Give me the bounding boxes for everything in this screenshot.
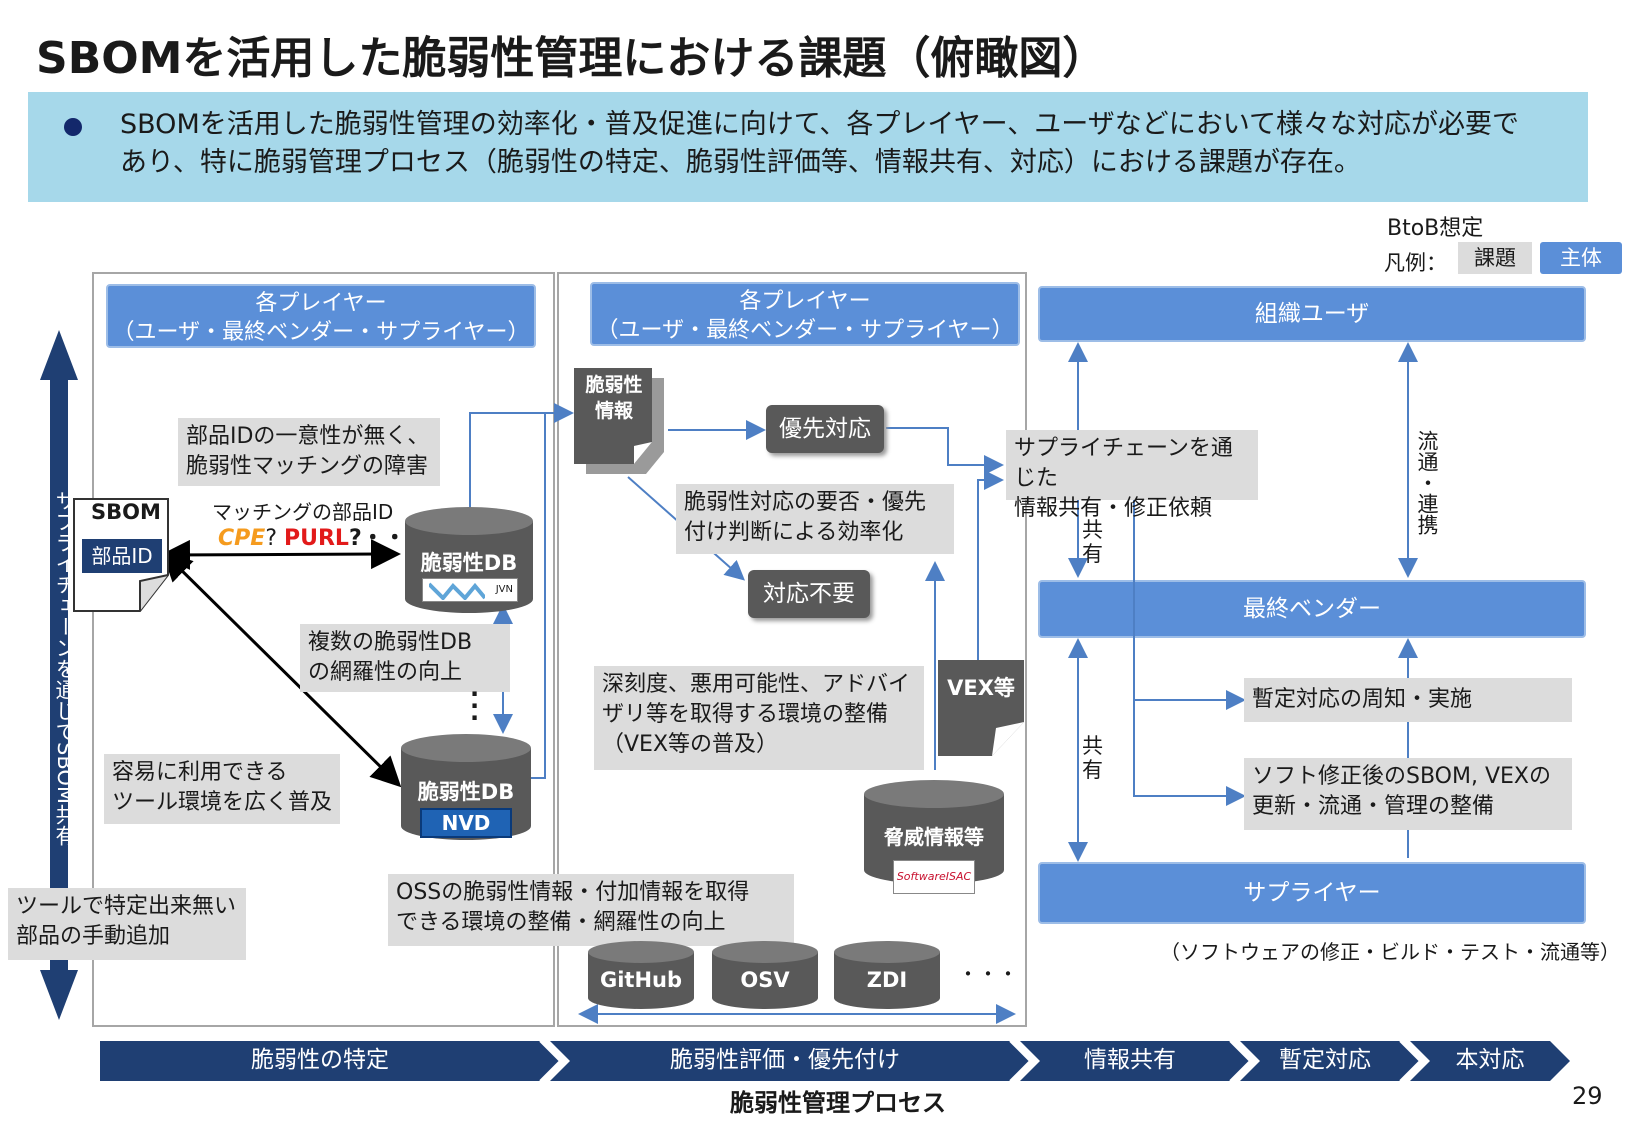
flow-label: 流通・連携 bbox=[1415, 430, 1439, 535]
issue-interim-response: 暫定対応の周知・実施 bbox=[1244, 678, 1572, 722]
oss-db-ellipsis: ・・・ bbox=[958, 962, 1018, 986]
process-stripe bbox=[100, 1041, 1570, 1081]
supply-chain-axis-arrow bbox=[40, 330, 78, 1020]
nvd-db-label: 脆弱性DB bbox=[417, 780, 515, 804]
issue-tool-environment-line2: ツール環境を広く普及 bbox=[112, 790, 333, 815]
share-label-upper: 共有 bbox=[1082, 518, 1103, 566]
purl-label: PURL bbox=[284, 526, 349, 551]
issue-vex-environment-line3: （VEX等の普及） bbox=[602, 732, 779, 757]
matching-id-label: マッチングの部品ID bbox=[212, 500, 394, 524]
jvn-logo: JVN bbox=[422, 578, 518, 602]
issue-info-sharing-line2: 情報共有・修正依頼 bbox=[1014, 496, 1213, 521]
issue-db-coverage: 複数の脆弱性DB の網羅性の向上 bbox=[300, 624, 510, 692]
issue-part-id-uniqueness-line2: 脆弱性マッチングの障害 bbox=[186, 454, 429, 479]
page-number: 29 bbox=[1572, 1082, 1603, 1110]
legend-label: 凡例： bbox=[1384, 251, 1447, 275]
zdi-db-label: ZDI bbox=[866, 968, 908, 992]
legend-actor: 主体 bbox=[1540, 242, 1622, 274]
legend-issue: 課題 bbox=[1458, 242, 1532, 274]
issue-sbom-vex-update: ソフト修正後のSBOM, VEXの 更新・流通・管理の整備 bbox=[1244, 758, 1572, 830]
supplier-note: （ソフトウェアの修正・ビルド・テスト・流通等） bbox=[1160, 940, 1620, 964]
no-action-tag: 対応不要 bbox=[748, 570, 870, 618]
org-user-box: 組織ユーザ bbox=[1038, 286, 1586, 342]
issue-manual-addition-line2: 部品の手動追加 bbox=[16, 924, 171, 949]
summary-text: SBOMを活用した脆弱性管理の効率化・普及促進に向けて、各プレイヤー、ユーザなど… bbox=[120, 106, 1560, 182]
vuln-info-label-line2: 情報 bbox=[594, 400, 633, 422]
vuln-info-label: 脆弱性 情報 bbox=[576, 372, 652, 424]
threat-db-label: 脅威情報等 bbox=[884, 825, 984, 849]
issue-prioritization: 脆弱性対応の要否・優先 付け判断による効率化 bbox=[676, 484, 954, 554]
nvd-logo: NVD bbox=[420, 808, 512, 838]
jvn-logo-text: JVN bbox=[495, 584, 513, 595]
sbom-part-id: 部品ID bbox=[82, 539, 162, 573]
issue-part-id-uniqueness-line1: 部品IDの一意性が無く、 bbox=[186, 424, 430, 449]
jvn-logo-icon bbox=[429, 582, 485, 600]
share-label-lower: 共有 bbox=[1082, 734, 1103, 782]
issue-vex-environment-line1: 深刻度、悪用可能性、アドバイ bbox=[602, 672, 911, 697]
summary-line-1: SBOMを活用した脆弱性管理の効率化・普及促進に向けて、各プレイヤー、ユーザなど… bbox=[120, 109, 1519, 140]
panel2-header-line1: 各プレイヤー bbox=[739, 289, 871, 314]
summary-line-2: あり、特に脆弱管理プロセス（脆弱性の特定、脆弱性評価等、情報共有、対応）における… bbox=[120, 147, 1361, 178]
final-vendor-box: 最終ベンダー bbox=[1038, 580, 1586, 638]
summary-banner bbox=[28, 92, 1588, 202]
page-title: SBOMを活用した脆弱性管理における課題（俯瞰図） bbox=[36, 33, 1107, 84]
cpe-label: CPE bbox=[218, 526, 266, 551]
issue-prioritization-line1: 脆弱性対応の要否・優先 bbox=[684, 490, 927, 515]
panel2-header-line2: （ユーザ・最終ベンダー・サプライヤー） bbox=[596, 318, 1014, 343]
priority-response-tag: 優先対応 bbox=[766, 405, 884, 453]
issue-db-coverage-line2: の網羅性の向上 bbox=[308, 660, 463, 685]
process-step-interim: 暫定対応 bbox=[1279, 1047, 1371, 1073]
cpe-question: ? bbox=[265, 526, 277, 551]
issue-manual-addition: ツールで特定出来無い 部品の手動追加 bbox=[8, 888, 246, 960]
supplier-box: サプライヤー bbox=[1038, 862, 1586, 924]
process-step-sharing: 情報共有 bbox=[1084, 1047, 1176, 1073]
issue-vex-environment: 深刻度、悪用可能性、アドバイ ザリ等を取得する環境の整備 （VEX等の普及） bbox=[594, 666, 924, 770]
issue-sbom-vex-update-line2: 更新・流通・管理の整備 bbox=[1252, 794, 1495, 819]
process-label: 脆弱性管理プロセス bbox=[730, 1089, 946, 1117]
btob-label: BtoB想定 bbox=[1387, 216, 1484, 241]
issue-info-sharing: サプライチェーンを通じた 情報共有・修正依頼 bbox=[1006, 430, 1258, 521]
issue-tool-environment-line1: 容易に利用できる bbox=[112, 760, 288, 785]
panel1-header-line1: 各プレイヤー bbox=[255, 291, 387, 316]
issue-db-coverage-line1: 複数の脆弱性DB bbox=[308, 630, 473, 655]
jvn-db-label: 脆弱性DB bbox=[420, 551, 518, 575]
osv-db-cylinder bbox=[712, 941, 818, 1009]
process-step-final: 本対応 bbox=[1455, 1047, 1525, 1073]
panel2-header: 各プレイヤー （ユーザ・最終ベンダー・サプライヤー） bbox=[590, 282, 1020, 346]
process-step-identification: 脆弱性の特定 bbox=[251, 1047, 389, 1073]
github-db-cylinder bbox=[588, 941, 694, 1009]
panel1-header: 各プレイヤー （ユーザ・最終ベンダー・サプライヤー） bbox=[106, 284, 536, 348]
issue-sbom-vex-update-line1: ソフト修正後のSBOM, VEXの bbox=[1252, 764, 1551, 789]
sbom-title: SBOM bbox=[91, 500, 161, 524]
bullet-icon bbox=[64, 118, 82, 136]
osv-db-label: OSV bbox=[740, 968, 790, 992]
software-isac-logo: SoftwareISAC bbox=[893, 860, 975, 894]
issue-tool-environment: 容易に利用できる ツール環境を広く普及 bbox=[104, 754, 340, 824]
vuln-info-document-icon bbox=[574, 368, 664, 474]
matching-id-examples: CPE? PURL?・・・ bbox=[218, 520, 428, 552]
vertical-ellipsis: ··· bbox=[470, 680, 480, 732]
issue-vex-environment-line2: ザリ等を取得する環境の整備 bbox=[602, 702, 889, 727]
github-db-label: GitHub bbox=[599, 968, 683, 992]
issue-info-sharing-line1: サプライチェーンを通じた bbox=[1014, 436, 1233, 491]
issue-prioritization-line2: 付け判断による効率化 bbox=[684, 520, 904, 545]
issue-oss-info-line1: OSSの脆弱性情報・付加情報を取得 bbox=[396, 880, 750, 905]
zdi-db-cylinder bbox=[834, 941, 940, 1009]
vex-document-icon bbox=[938, 660, 1024, 756]
issue-part-id-uniqueness: 部品IDの一意性が無く、 脆弱性マッチングの障害 bbox=[178, 418, 440, 486]
issue-oss-info-line2: できる環境の整備・網羅性の向上 bbox=[396, 910, 726, 935]
issue-oss-info: OSSの脆弱性情報・付加情報を取得 できる環境の整備・網羅性の向上 bbox=[388, 874, 794, 946]
process-step-evaluation: 脆弱性評価・優先付け bbox=[670, 1047, 900, 1073]
vex-label: VEX等 bbox=[947, 676, 1015, 700]
vuln-info-label-line1: 脆弱性 bbox=[585, 374, 643, 396]
issue-manual-addition-line1: ツールで特定出来無い bbox=[16, 894, 237, 919]
panel1-header-line2: （ユーザ・最終ベンダー・サプライヤー） bbox=[112, 320, 530, 345]
